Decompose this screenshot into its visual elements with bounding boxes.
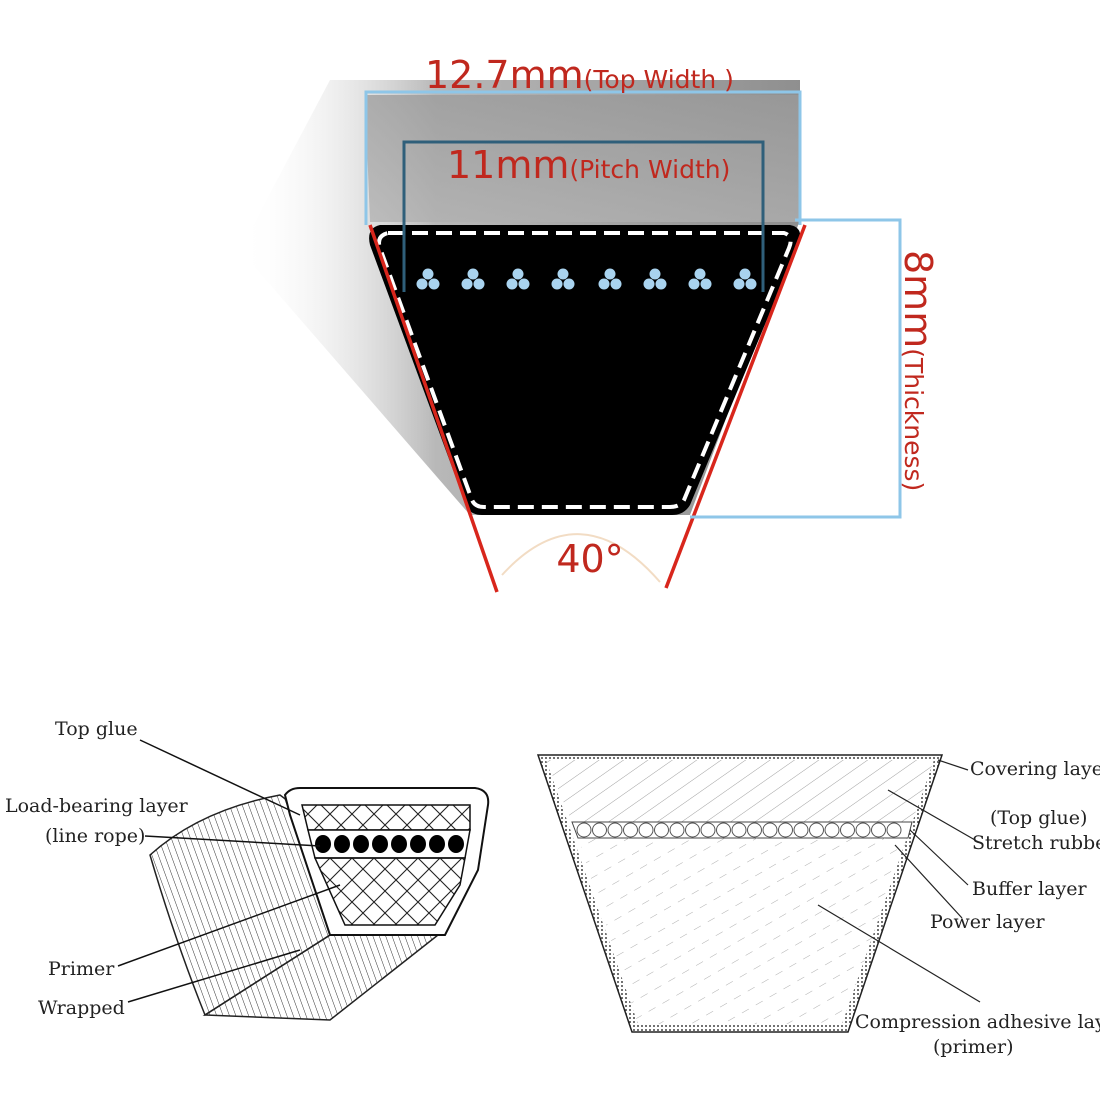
- top-glue-leader: [139, 739, 301, 816]
- primer-label: Primer: [48, 958, 115, 980]
- stretch-rubber-area: [546, 760, 934, 822]
- buffer-cord: [576, 822, 592, 838]
- cord-bundle: [416, 268, 440, 290]
- buffer-cord: [731, 822, 747, 838]
- line-rope-cord: [410, 835, 426, 853]
- pitch-width-label: 11mm(Pitch Width): [447, 143, 730, 187]
- belt-top-face: [365, 95, 800, 222]
- line-rope-cord: [315, 835, 331, 853]
- wrapped-leader: [127, 949, 301, 1003]
- compression-layer-label: Compression adhesive layer: [855, 1011, 1100, 1033]
- buffer-cord: [793, 822, 809, 838]
- cord-bundle: [733, 268, 757, 290]
- line-rope-cord: [429, 835, 445, 853]
- line-rope-cord: [372, 835, 388, 853]
- line-rope-cords: [315, 835, 464, 853]
- thickness-dimension-bracket: [690, 218, 902, 519]
- angle-label: 40°: [556, 537, 623, 581]
- angle-arc: [501, 533, 661, 583]
- stretch-rubber-label: Stretch rubber: [972, 832, 1100, 854]
- buffer-cord: [840, 822, 855, 838]
- cord-bundle: [506, 268, 530, 290]
- buffer-cord: [871, 822, 886, 838]
- buffer-cord: [700, 822, 716, 838]
- wrapped-label: Wrapped: [38, 997, 125, 1019]
- buffer-cord: [886, 822, 902, 838]
- buffer-cord: [592, 822, 607, 838]
- buffer-cord: [824, 822, 840, 838]
- power-leader: [894, 844, 963, 919]
- cord-bundle: [688, 268, 712, 290]
- load-bearing-band: [307, 829, 471, 859]
- buffer-cord: [669, 822, 685, 838]
- belt-cross-section: [369, 225, 801, 515]
- cord-bundle: [598, 268, 622, 290]
- top-glue-right-label: (Top glue): [990, 807, 1087, 829]
- pitch-width-dimension-box: [402, 140, 765, 292]
- cord-bundle: [643, 268, 667, 290]
- cord-bundle: [461, 268, 485, 290]
- buffer-cord: [778, 822, 793, 838]
- power-layer-label: Power layer: [930, 911, 1045, 933]
- buffer-cord: [716, 822, 731, 838]
- buffer-cord: [623, 822, 638, 838]
- covering-layer-label: Covering layer: [970, 758, 1100, 780]
- compression-leader: [817, 904, 981, 1003]
- belt-perspective-structure-diagram: Top glue Load-bearing layer (line rope) …: [5, 718, 490, 1021]
- buffer-cord: [855, 822, 871, 838]
- line-rope-label: (line rope): [45, 825, 145, 847]
- load-bearing-leader: [144, 835, 321, 847]
- line-rope-cord: [391, 835, 407, 853]
- buffer-layer-label: Buffer layer: [972, 878, 1087, 900]
- top-glue-label: Top glue: [55, 718, 138, 740]
- buffer-cord: [809, 822, 824, 838]
- belt-side-left-line: [368, 224, 499, 593]
- top-glue-area: [301, 804, 471, 831]
- buffer-cord: [685, 822, 700, 838]
- stretch-leader: [887, 789, 976, 841]
- line-rope-cord: [448, 835, 464, 853]
- primer-right-label: (primer): [933, 1036, 1014, 1058]
- vbelt-cross-section-diagram: 40° 12.7mm(Top Width ) 11mm(Pitch Width)…: [240, 53, 940, 593]
- line-rope-cord: [334, 835, 350, 853]
- buffer-layer-cords: [576, 822, 902, 838]
- compression-layer-area: [578, 838, 908, 1024]
- buffer-cord: [607, 822, 623, 838]
- belt-layer-section-diagram: Covering layer (Top glue) Stretch rubber…: [536, 754, 1100, 1058]
- line-rope-cord: [353, 835, 369, 853]
- top-width-label: 12.7mm(Top Width ): [425, 53, 734, 97]
- load-bearing-label: Load-bearing layer: [5, 795, 189, 817]
- primer-area: [313, 857, 466, 926]
- buffer-cord: [762, 822, 778, 838]
- buffer-cord: [638, 822, 654, 838]
- buffer-leader: [909, 829, 969, 886]
- fabric-liner-dashes: [377, 231, 793, 509]
- buffer-cord: [747, 822, 762, 838]
- top-width-dimension-box: [364, 90, 802, 225]
- covering-leader: [937, 759, 969, 771]
- buffer-cord: [654, 822, 669, 838]
- thickness-label: 8mm(Thickness): [896, 250, 940, 491]
- primer-leader: [117, 884, 341, 967]
- cord-bundle: [551, 268, 575, 290]
- belt-side-right-line: [664, 224, 807, 589]
- tension-cords: [416, 268, 757, 290]
